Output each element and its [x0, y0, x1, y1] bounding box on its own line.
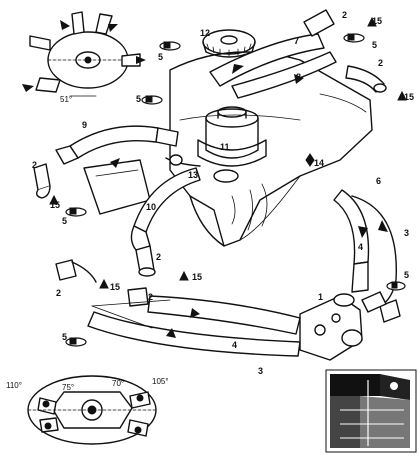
filler-cap	[202, 29, 256, 58]
callout-2-left: 2	[32, 160, 37, 170]
hose-4-lower	[147, 295, 301, 335]
callout-12: 12	[200, 28, 210, 38]
callout-15-top-right: 15	[372, 16, 382, 26]
callout-14: 14	[314, 158, 324, 168]
callout-4-right: 4	[358, 242, 363, 252]
callout-5-right: 5	[404, 270, 409, 280]
callout-11: 11	[220, 142, 230, 152]
hose-2-top-right	[345, 65, 387, 93]
callout-5-top-right: 5	[372, 40, 377, 50]
bleed-screw-left	[49, 194, 59, 205]
hose-10	[130, 167, 201, 277]
callout-5-mid: 5	[136, 94, 141, 104]
detail-angle-housing: 110° 75° 70° 105°	[6, 375, 169, 445]
sensor-14	[305, 153, 315, 167]
callout-3-right: 3	[404, 228, 409, 238]
bleed-screw-middle	[179, 270, 189, 281]
hose-8	[231, 51, 337, 99]
thermostat-housing	[299, 291, 387, 361]
hose-2-lower-left	[55, 259, 149, 307]
callout-labels: 2 5 12 7 5 8 2 15 15 5 9 11 2 14 13 6 15…	[32, 10, 414, 376]
hose-clamp-mid	[141, 95, 163, 105]
callout-13: 13	[188, 170, 198, 180]
callout-15-left: 15	[50, 200, 60, 210]
callout-5-left: 5	[62, 216, 67, 226]
callout-1: 1	[318, 292, 323, 302]
hose-7	[209, 9, 335, 87]
callout-15-right: 15	[404, 92, 414, 102]
angle-label-75: 75°	[62, 383, 74, 392]
hose-clamp-right	[386, 281, 406, 291]
bleed-screw-top-right	[367, 16, 377, 27]
expansion-tank	[197, 106, 267, 183]
hose-9	[55, 125, 179, 165]
flow-arrows	[110, 64, 388, 338]
callout-6: 6	[376, 176, 381, 186]
mounting-bracket	[83, 159, 151, 215]
detail-cross-section	[325, 369, 417, 453]
callout-2-lower: 2	[148, 292, 153, 302]
hose-3-right	[351, 195, 401, 323]
angle-label-110: 110°	[6, 381, 22, 390]
angle-label-51: 51°	[60, 95, 72, 104]
callout-10: 10	[146, 202, 156, 212]
detail-flow-housing: 51°	[22, 11, 146, 104]
radiator-body	[169, 51, 373, 247]
callout-5-top-left: 5	[158, 52, 163, 62]
hose-clamp-bottom-left	[65, 337, 87, 347]
callout-15-middle: 15	[192, 272, 202, 282]
callout-9: 9	[82, 120, 87, 130]
hose-13	[165, 154, 201, 167]
hose-clamp-top-left	[159, 41, 181, 51]
callout-7: 7	[294, 36, 299, 46]
angle-label-70: 70°	[112, 379, 124, 388]
callout-2-right: 2	[378, 58, 383, 68]
hose-4-right	[333, 189, 370, 293]
callout-8: 8	[296, 72, 301, 82]
hose-2-left	[33, 163, 51, 199]
callout-2-top-right: 2	[342, 10, 347, 20]
callout-15-lower-left: 15	[110, 282, 120, 292]
hose-clamp-left	[65, 207, 87, 217]
callout-5-bottom-left: 5	[62, 332, 67, 342]
bleed-screw-lower-left	[99, 278, 109, 289]
angle-label-105: 105°	[152, 377, 169, 386]
callout-2-middle: 2	[156, 252, 161, 262]
hose-clamp-top-right	[343, 33, 365, 43]
callout-4-lower: 4	[232, 340, 237, 350]
callout-3-lower: 3	[258, 366, 263, 376]
bleed-screw-right	[397, 90, 407, 101]
callout-2-lower-left: 2	[56, 288, 61, 298]
